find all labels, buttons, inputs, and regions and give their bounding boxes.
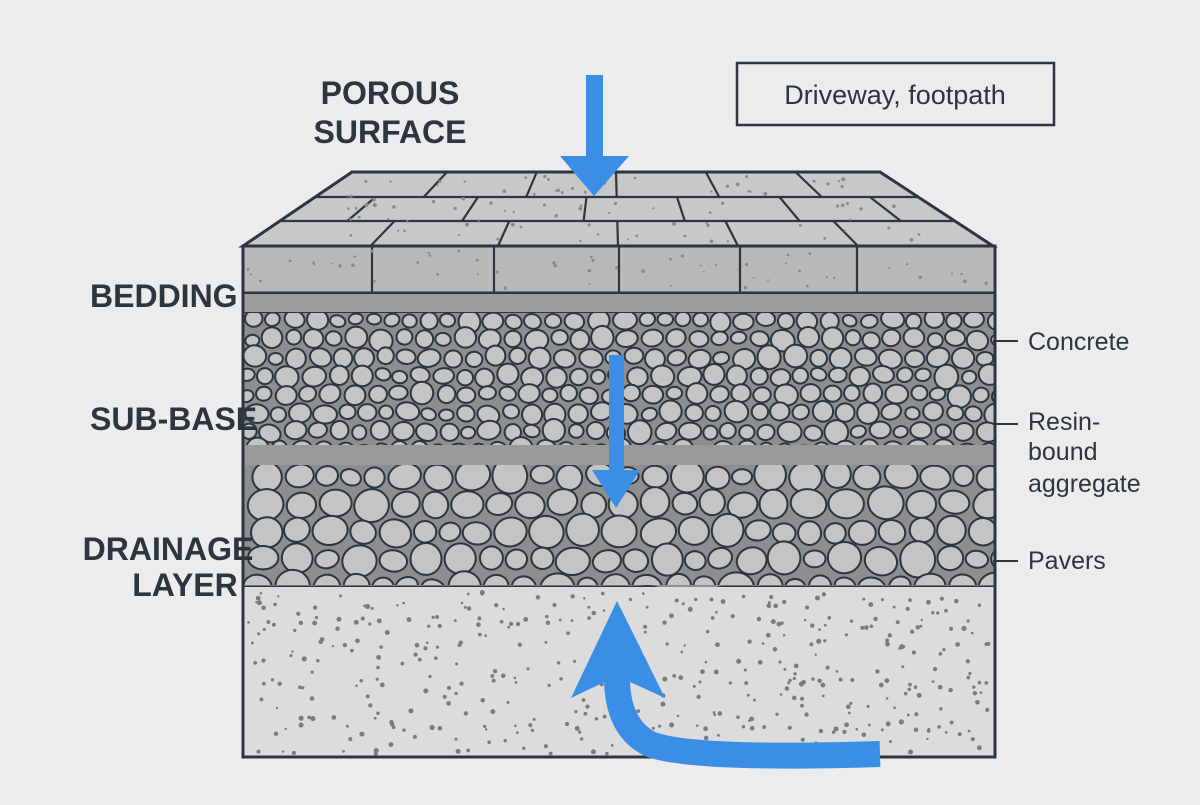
paver-surface-front — [243, 246, 995, 293]
sub-base-layer — [238, 307, 1032, 465]
porous-surface-label-line1: POROUS — [321, 75, 460, 111]
resin-label-line2: bound — [1028, 438, 1098, 466]
drainage-layer-label-line2: LAYER — [132, 567, 238, 603]
resin-label-line1: Resin- — [1028, 408, 1100, 436]
drainage-layer — [242, 453, 1044, 605]
bedding-layer — [243, 293, 995, 313]
material-labels: Concrete Resin- bound aggregate Pavers — [993, 328, 1141, 575]
porous-surface-label-line2: SURFACE — [314, 114, 467, 150]
bedding-label: BEDDING — [90, 278, 238, 314]
paver-surface-top — [243, 172, 993, 246]
resin-label-line3: aggregate — [1028, 470, 1141, 498]
use-case-label: Driveway, footpath — [784, 80, 1006, 110]
sub-base-label: SUB-BASE — [90, 401, 257, 437]
use-case-box: Driveway, footpath — [737, 63, 1054, 125]
pavers-label: Pavers — [1028, 547, 1106, 575]
concrete-label: Concrete — [1028, 328, 1129, 356]
drainage-layer-label-line1: DRAINAGE — [83, 531, 254, 567]
